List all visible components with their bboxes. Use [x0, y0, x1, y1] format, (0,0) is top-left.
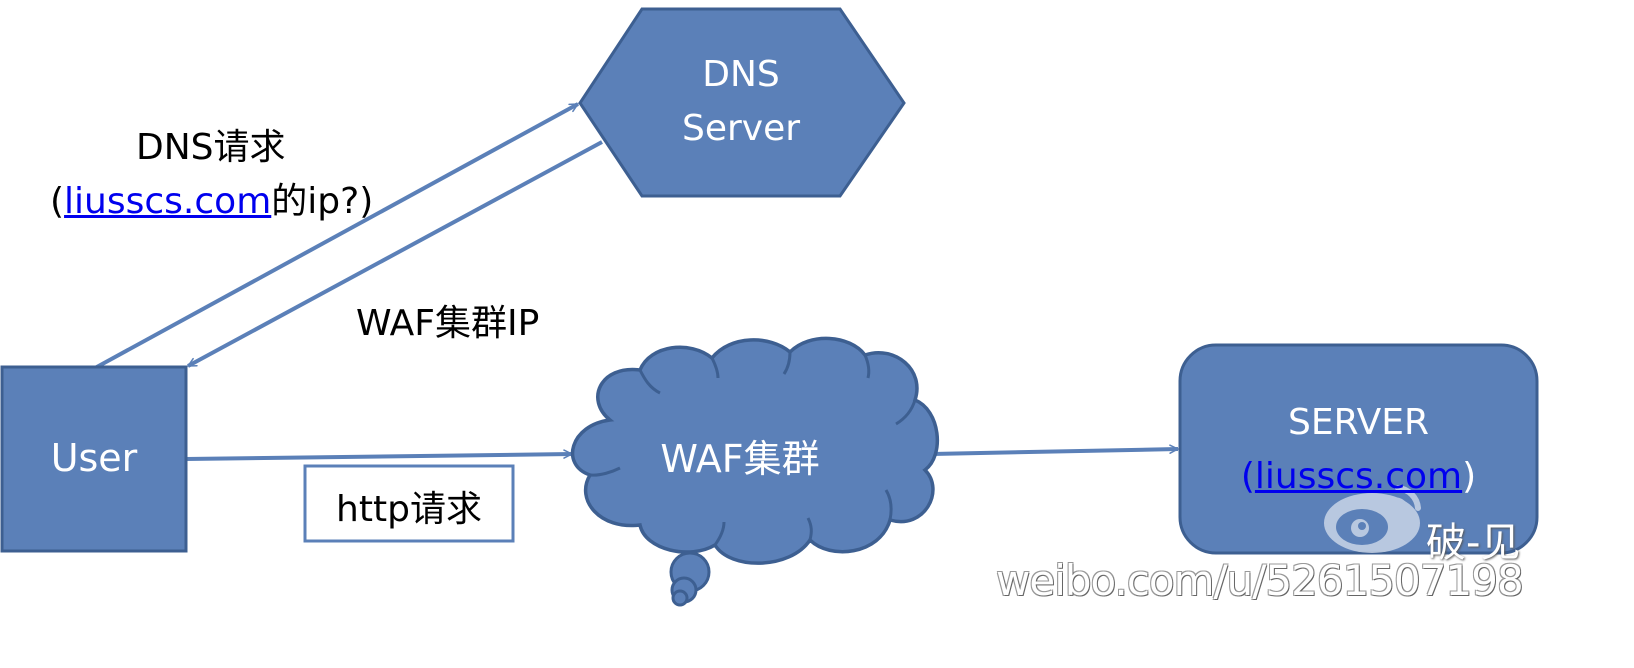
waf-to-server-arrow: [931, 444, 1179, 456]
weibo-logo-icon: [1324, 485, 1421, 553]
dns-request-open-paren: (: [50, 181, 65, 222]
watermark-name: 破-见: [1426, 520, 1521, 566]
server-close-paren: ): [1462, 456, 1477, 497]
dns-request-label-line2: (liusscs.com的ip?): [50, 172, 373, 224]
dns-server-label-line2: Server: [681, 108, 801, 149]
waf-cluster-label: WAF集群: [660, 437, 820, 481]
server-open-paren: (: [1240, 456, 1255, 497]
http-request-label-box: [303, 464, 515, 543]
dns-request-label-line1: DNS请求: [136, 127, 286, 168]
dns-server-node: [578, 7, 906, 198]
server-label-line2: (liusscs.com): [1180, 456, 1537, 497]
http-request-arrow: [185, 449, 573, 461]
waf-cluster-node: [570, 336, 940, 607]
dns-server-label-line1: DNS: [702, 54, 780, 95]
dns-response-arrow: [187, 140, 603, 368]
server-node: [1178, 343, 1539, 555]
user-label: User: [50, 436, 138, 480]
http-request-label: http请求: [336, 489, 482, 530]
dns-request-suffix: 的ip?): [271, 181, 374, 222]
watermark-url: weibo.com/u/5261507198: [996, 556, 1524, 605]
liusscs-link[interactable]: liusscs.com: [64, 181, 272, 222]
user-node: [0, 365, 188, 553]
server-label-line1: SERVER: [1287, 402, 1430, 443]
dns-request-arrow: [94, 102, 579, 370]
server-liusscs-link[interactable]: liusscs.com: [1254, 456, 1463, 497]
dns-response-label: WAF集群IP: [356, 303, 540, 344]
